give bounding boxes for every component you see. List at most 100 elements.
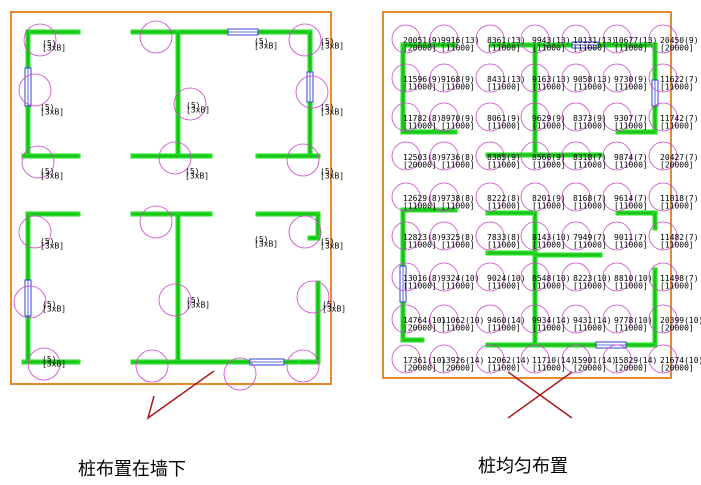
pile-circle xyxy=(475,102,505,132)
pile-capacity: [11000] xyxy=(441,161,475,170)
pile-capacity: [3xB] xyxy=(40,242,64,251)
left-plan-pile-labels: (5)[3xB](5)[3xB](5)[3xB](5)[3xB](5)[3xB]… xyxy=(40,37,346,369)
pile-capacity: [3xB] xyxy=(320,172,344,181)
pile-label: 15901(14)[20000] xyxy=(573,356,616,373)
pile-load: 20051(9) xyxy=(403,36,442,45)
pile-capacity: [11000] xyxy=(441,282,475,291)
pile-label: 8566(9)[11000] xyxy=(532,153,566,170)
pile-load: 11498(7) xyxy=(660,274,699,283)
pile-circle xyxy=(520,304,550,334)
pile-load: (5) xyxy=(254,235,268,244)
pile-capacity: [11000] xyxy=(614,324,648,333)
pile-label: 9024(10)[11000] xyxy=(487,274,526,291)
pile-load: 8143(10) xyxy=(532,233,571,242)
pile-load: 8222(8) xyxy=(487,194,521,203)
pile-capacity: [11000] xyxy=(532,122,566,131)
pile-capacity: [20000] xyxy=(660,364,694,373)
pile-capacity: [11000] xyxy=(532,241,566,250)
pile-capacity: [20000] xyxy=(403,324,437,333)
pile-label: 8373(9)[11000] xyxy=(573,114,607,131)
pile-load: (5) xyxy=(320,37,334,46)
pile-load: 8168(7) xyxy=(573,194,607,203)
pile-label: 21674(10)[20000] xyxy=(660,356,701,373)
pile-capacity: [11000] xyxy=(487,241,521,250)
pile-label: 11482(7)[11000] xyxy=(660,233,699,250)
pile-circle xyxy=(648,141,678,171)
pile-capacity: [20000] xyxy=(660,324,694,333)
pile-capacity: [3xB] xyxy=(254,42,278,51)
pile-capacity: [3xB] xyxy=(42,44,66,53)
pile-circle xyxy=(223,357,257,391)
pile-load: 11062(10) xyxy=(441,316,484,325)
pile-label: (5)[3xB] xyxy=(42,355,66,369)
pile-capacity: [3xB] xyxy=(40,108,64,117)
pile-capacity: [11000] xyxy=(573,202,607,211)
pile-circle xyxy=(648,24,678,54)
pile-capacity: [11000] xyxy=(441,202,475,211)
pile-capacity: [20000] xyxy=(403,161,437,170)
pile-circle xyxy=(429,262,459,292)
right-plan-openings xyxy=(399,41,659,349)
pile-capacity: [11000] xyxy=(532,44,566,53)
pile-label: 10677(13)[11000] xyxy=(614,36,657,53)
pile-circle xyxy=(429,304,459,334)
pile-capacity: [11000] xyxy=(441,83,475,92)
pile-capacity: [20000] xyxy=(403,364,437,373)
pile-label: (5)[3xB] xyxy=(254,37,278,51)
pile-load: 11596(9) xyxy=(403,75,442,84)
pile-load: 15901(14) xyxy=(573,356,616,365)
pile-capacity: [11000] xyxy=(614,44,648,53)
pile-label: 11596(9)[11000] xyxy=(403,75,442,92)
pile-load: 8318(7) xyxy=(573,153,607,162)
pile-circle xyxy=(520,262,550,292)
pile-load: (5) xyxy=(186,101,200,110)
pile-load: (5) xyxy=(320,103,334,112)
pile-label: 9324(10)[11000] xyxy=(441,274,480,291)
pile-label: 14764(10)[20000] xyxy=(403,316,446,333)
pile-capacity: [11000] xyxy=(660,83,694,92)
pile-circle xyxy=(429,182,459,212)
pile-label: 9730(9)[11000] xyxy=(614,75,648,92)
pile-circle xyxy=(561,304,591,334)
pile-capacity: [11000] xyxy=(660,122,694,131)
pile-load: 17361(10) xyxy=(403,356,446,365)
pile-label: (5)[3xB] xyxy=(186,296,210,310)
pile-capacity: [11000] xyxy=(403,202,437,211)
pile-capacity: [20000] xyxy=(614,364,648,373)
pile-capacity: [3xB] xyxy=(185,172,209,181)
pile-capacity: [11000] xyxy=(487,83,521,92)
left-plan-walls xyxy=(21,29,321,365)
pile-label: (5)[3xB] xyxy=(320,167,344,181)
pile-capacity: [3xB] xyxy=(42,305,66,314)
pile-load: 9874(7) xyxy=(614,153,648,162)
pile-capacity: [20000] xyxy=(573,364,607,373)
pile-label: 9163(13)[11000] xyxy=(532,75,571,92)
pile-label: 12629(8)[11000] xyxy=(403,194,442,211)
pile-load: 8548(10) xyxy=(532,274,571,283)
pile-load: 10131(13) xyxy=(573,36,616,45)
pile-capacity: [3xB] xyxy=(42,360,66,369)
pile-label: 15829(14)[20000] xyxy=(614,356,657,373)
pile-capacity: [11000] xyxy=(660,241,694,250)
pile-circle xyxy=(158,141,192,175)
left-plan-piles xyxy=(13,20,330,391)
pile-label: (5)[3xB] xyxy=(40,103,64,117)
pile-load: 9325(8) xyxy=(441,233,475,242)
pile-capacity: [11000] xyxy=(532,282,566,291)
pile-capacity: [11000] xyxy=(441,324,475,333)
pile-capacity: [11000] xyxy=(441,241,475,250)
pile-load: 15829(14) xyxy=(614,356,657,365)
pile-load: (5) xyxy=(254,37,268,46)
pile-capacity: [11000] xyxy=(403,83,437,92)
pile-circle xyxy=(475,24,505,54)
pile-load: 12823(8) xyxy=(403,233,442,242)
pile-circle xyxy=(391,24,421,54)
pile-circle xyxy=(648,182,678,212)
pile-capacity: [11000] xyxy=(487,122,521,131)
pile-load: 9024(10) xyxy=(487,274,526,283)
pile-load: 9460(14) xyxy=(487,316,526,325)
pile-load: 8810(10) xyxy=(614,274,653,283)
pile-load: (5) xyxy=(320,237,334,246)
pile-circle xyxy=(520,24,550,54)
pile-circle xyxy=(295,75,329,109)
